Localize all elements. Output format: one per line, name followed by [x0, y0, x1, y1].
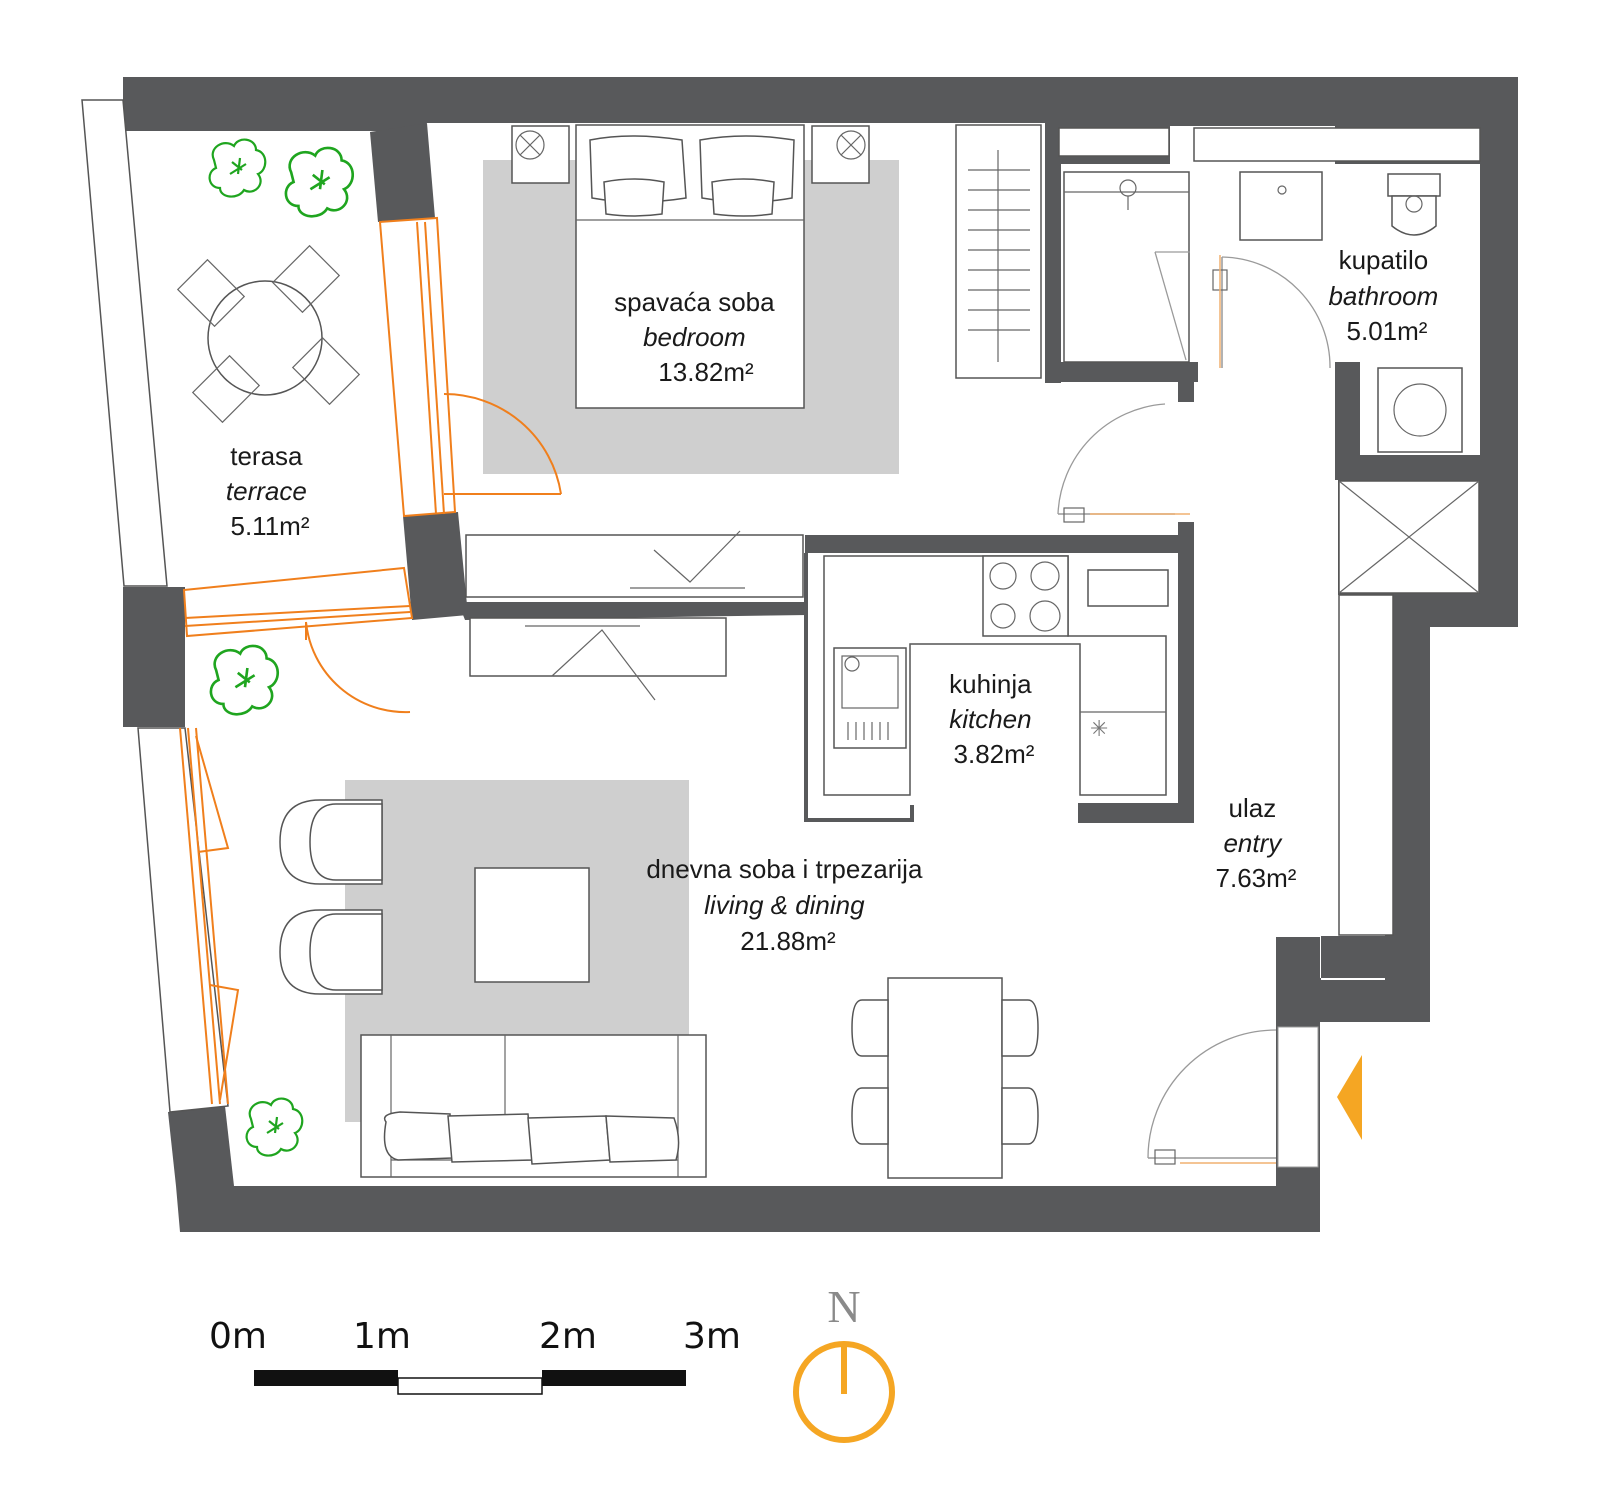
windows	[179, 216, 562, 1105]
dining-set	[851, 977, 1039, 1179]
terrace-label: terasa terrace 5.11m²	[226, 441, 314, 541]
entry-marker-icon	[1337, 1055, 1362, 1140]
north-label: N	[827, 1281, 860, 1332]
entry-label: ulaz entry 7.63m²	[1216, 793, 1297, 893]
sofa	[360, 1034, 707, 1178]
scale-label-0: 0m	[209, 1316, 267, 1357]
terrace-dining-set	[176, 244, 361, 424]
kitchen-counter: ✳	[804, 553, 1169, 822]
bed	[575, 124, 805, 409]
bedroom-door	[1057, 403, 1190, 523]
living-label: dnevna soba i trpezarija living & dining…	[646, 854, 929, 956]
plant-icon	[208, 138, 355, 1157]
nightstand-lamp-icon	[511, 125, 870, 184]
coffee-table	[474, 867, 590, 983]
bedroom-label: spavaća soba bedroom 13.82m²	[614, 287, 782, 387]
scale-label-3: 3m	[683, 1316, 741, 1357]
cabinet	[465, 530, 804, 701]
armchairs	[279, 799, 383, 995]
terrace-railing	[81, 99, 168, 587]
entry-closet	[1338, 594, 1394, 936]
shaft	[1338, 480, 1480, 594]
scale-label-1: 1m	[353, 1316, 411, 1357]
kitchen-label: kuhinja kitchen 3.82m²	[949, 669, 1039, 769]
bathroom-label: kupatilo bathroom 5.01m²	[1328, 245, 1445, 346]
asterisk-icon: ✳	[1090, 717, 1108, 742]
scale-label-2: 2m	[539, 1316, 597, 1357]
scale-bar: 0m 1m 2m 3m	[209, 1316, 741, 1395]
entry-door	[1147, 1026, 1319, 1168]
north-compass-icon: N	[793, 1281, 895, 1443]
wardrobe	[955, 124, 1042, 379]
bathroom-fixtures	[1058, 127, 1481, 453]
living-window-frame	[137, 727, 229, 1113]
